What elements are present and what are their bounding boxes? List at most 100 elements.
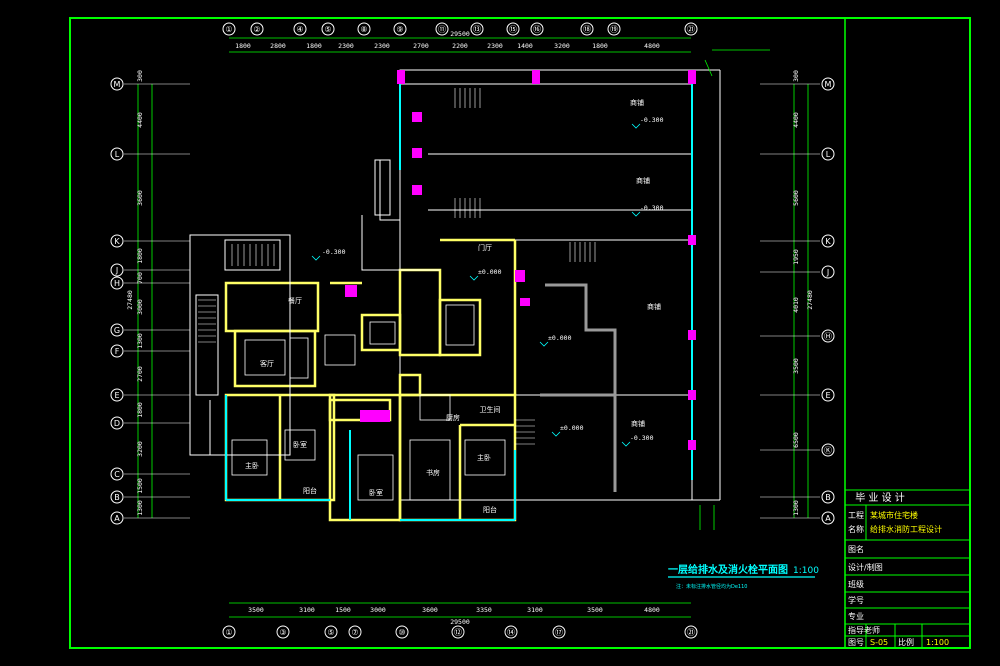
room-shop-3: 商铺 [647, 302, 661, 311]
axis-right-A: A [825, 514, 831, 523]
left-axis-bubbles [110, 77, 124, 525]
axis-bottom-5: ⑩ [398, 628, 405, 637]
left-dim-5: 700 [136, 272, 144, 284]
axis-right-B: B [825, 493, 831, 502]
left-dim-11: 1500 [136, 478, 144, 494]
axis-left-C: C [114, 470, 120, 479]
sheet-value: S-05 [870, 638, 888, 647]
furniture [231, 304, 506, 501]
axis-bottom-7: ⑭ [507, 628, 515, 637]
axis-top-6: ⑨ [396, 25, 403, 34]
level-markers: -0.300 -0.300 -0.300 ±0.000 ±0.000 ±0.00… [322, 116, 664, 442]
top-dim-2: 2800 [270, 42, 286, 50]
axis-right-M: M [825, 80, 832, 89]
bottom-dimension-values: 3500 3100 1500 3000 3600 3350 3100 3500 … [248, 606, 660, 626]
level-2: -0.300 [640, 204, 664, 212]
axis-bottom-6: ⑫ [454, 628, 462, 637]
axis-left-A: A [114, 514, 120, 523]
bottom-dim-5: 3600 [422, 606, 438, 614]
right-dim-8: 1300 [792, 500, 800, 516]
room-bedroom-4: 主卧 [477, 453, 491, 462]
top-dim-12: 4800 [644, 42, 660, 50]
room-shop-1: 商铺 [630, 98, 644, 107]
drawing-scale: 1:100 [793, 566, 819, 576]
right-dim-3: 5600 [792, 190, 800, 206]
label-sheet: 图号 [848, 638, 864, 647]
axis-left-K: K [114, 237, 120, 246]
axis-bottom-4: ⑦ [351, 628, 358, 637]
axis-top-3: ④ [296, 25, 303, 34]
room-bedroom-1: 主卧 [245, 461, 259, 470]
top-dim-6: 2700 [413, 42, 429, 50]
axis-bottom-9: ㉑ [687, 628, 695, 637]
axis-top-2: ② [253, 25, 260, 34]
top-axis-bubbles [222, 22, 698, 36]
axis-top-1: ① [225, 25, 232, 34]
left-dim-9: 1800 [136, 402, 144, 418]
axis-right-L: L [826, 150, 831, 159]
left-dim-2: 4400 [136, 112, 144, 128]
right-total-dim: 27480 [806, 290, 814, 310]
axis-left-B: B [114, 493, 120, 502]
bottom-dim-2: 3100 [299, 606, 315, 614]
drawing-title: 一层给排水及消火栓平面图 [668, 563, 788, 576]
left-dim-12: 1300 [136, 500, 144, 516]
level-5: ±0.000 [548, 334, 572, 342]
right-dim-1: 300 [792, 70, 800, 82]
room-bedroom-3: 卧室 [369, 488, 383, 497]
top-dim-4: 2300 [338, 42, 354, 50]
top-dimension-lines [229, 37, 691, 618]
room-living: 客厅 [260, 359, 274, 368]
left-terrace [189, 159, 440, 456]
room-dining: 餐厅 [288, 296, 302, 305]
left-dim-7: 1300 [136, 333, 144, 349]
ratio-value: 1:100 [926, 638, 949, 647]
axis-left-D: D [114, 419, 120, 428]
label-design: 设计/制图 [848, 562, 883, 572]
bottom-dim-1: 3500 [248, 606, 264, 614]
room-shop-2: 商铺 [636, 176, 650, 185]
bottom-dim-6: 3350 [476, 606, 492, 614]
label-major: 专业 [848, 611, 864, 621]
drawing-note: 注：未标注排水管径均为De110 [676, 583, 747, 590]
axis-top-4: ⑤ [324, 25, 331, 34]
axis-bottom-3: ⑤ [327, 628, 334, 637]
axis-top-13: ㉑ [687, 25, 695, 34]
left-dim-1: 300 [136, 70, 144, 82]
left-axis-labels: M L K J H G F E D C B A [114, 80, 121, 523]
stairs [198, 88, 596, 445]
drawing-title-group: 一层给排水及消火栓平面图 1:100 注：未标注排水管径均为De110 [668, 563, 819, 590]
top-dim-10: 3200 [554, 42, 570, 50]
label-class: 班级 [848, 579, 864, 589]
riser-leader [699, 49, 770, 530]
room-shop-4: 商铺 [631, 419, 645, 428]
residential-walls [224, 238, 517, 522]
side-dimension-values: 300 4400 3600 1800 700 3000 1300 2700 18… [126, 70, 814, 516]
top-dim-3: 1800 [306, 42, 322, 50]
axis-left-H: H [114, 279, 120, 288]
bottom-total-dim: 29500 [450, 618, 470, 626]
right-dim-2: 4400 [792, 112, 800, 128]
axis-left-G: G [114, 326, 120, 335]
top-dim-11: 1800 [592, 42, 608, 50]
axis-bottom-2: ③ [279, 628, 286, 637]
axis-bottom-8: ⑰ [555, 628, 563, 637]
left-dim-3: 3600 [136, 190, 144, 206]
bottom-axis-bubbles [222, 625, 698, 639]
right-axis-bubbles [821, 77, 835, 525]
top-total-dim: 29500 [450, 30, 470, 38]
axis-right-J: J [826, 268, 829, 277]
label-ratio: 比例 [898, 637, 914, 647]
axis-right-K: K [825, 237, 831, 246]
axis-right-K2: Ⓚ [824, 446, 832, 455]
title-block-header: 毕 业 设 计 [855, 491, 905, 504]
top-dim-7: 2200 [452, 42, 468, 50]
axis-top-11: ⑱ [583, 25, 591, 34]
top-dim-1: 1800 [235, 42, 251, 50]
bottom-dim-8: 3500 [587, 606, 603, 614]
fire-hydrants [345, 70, 696, 450]
left-dim-10: 3200 [136, 441, 144, 457]
label-id: 学号 [848, 595, 864, 605]
axis-top-10: ⑯ [533, 25, 541, 34]
